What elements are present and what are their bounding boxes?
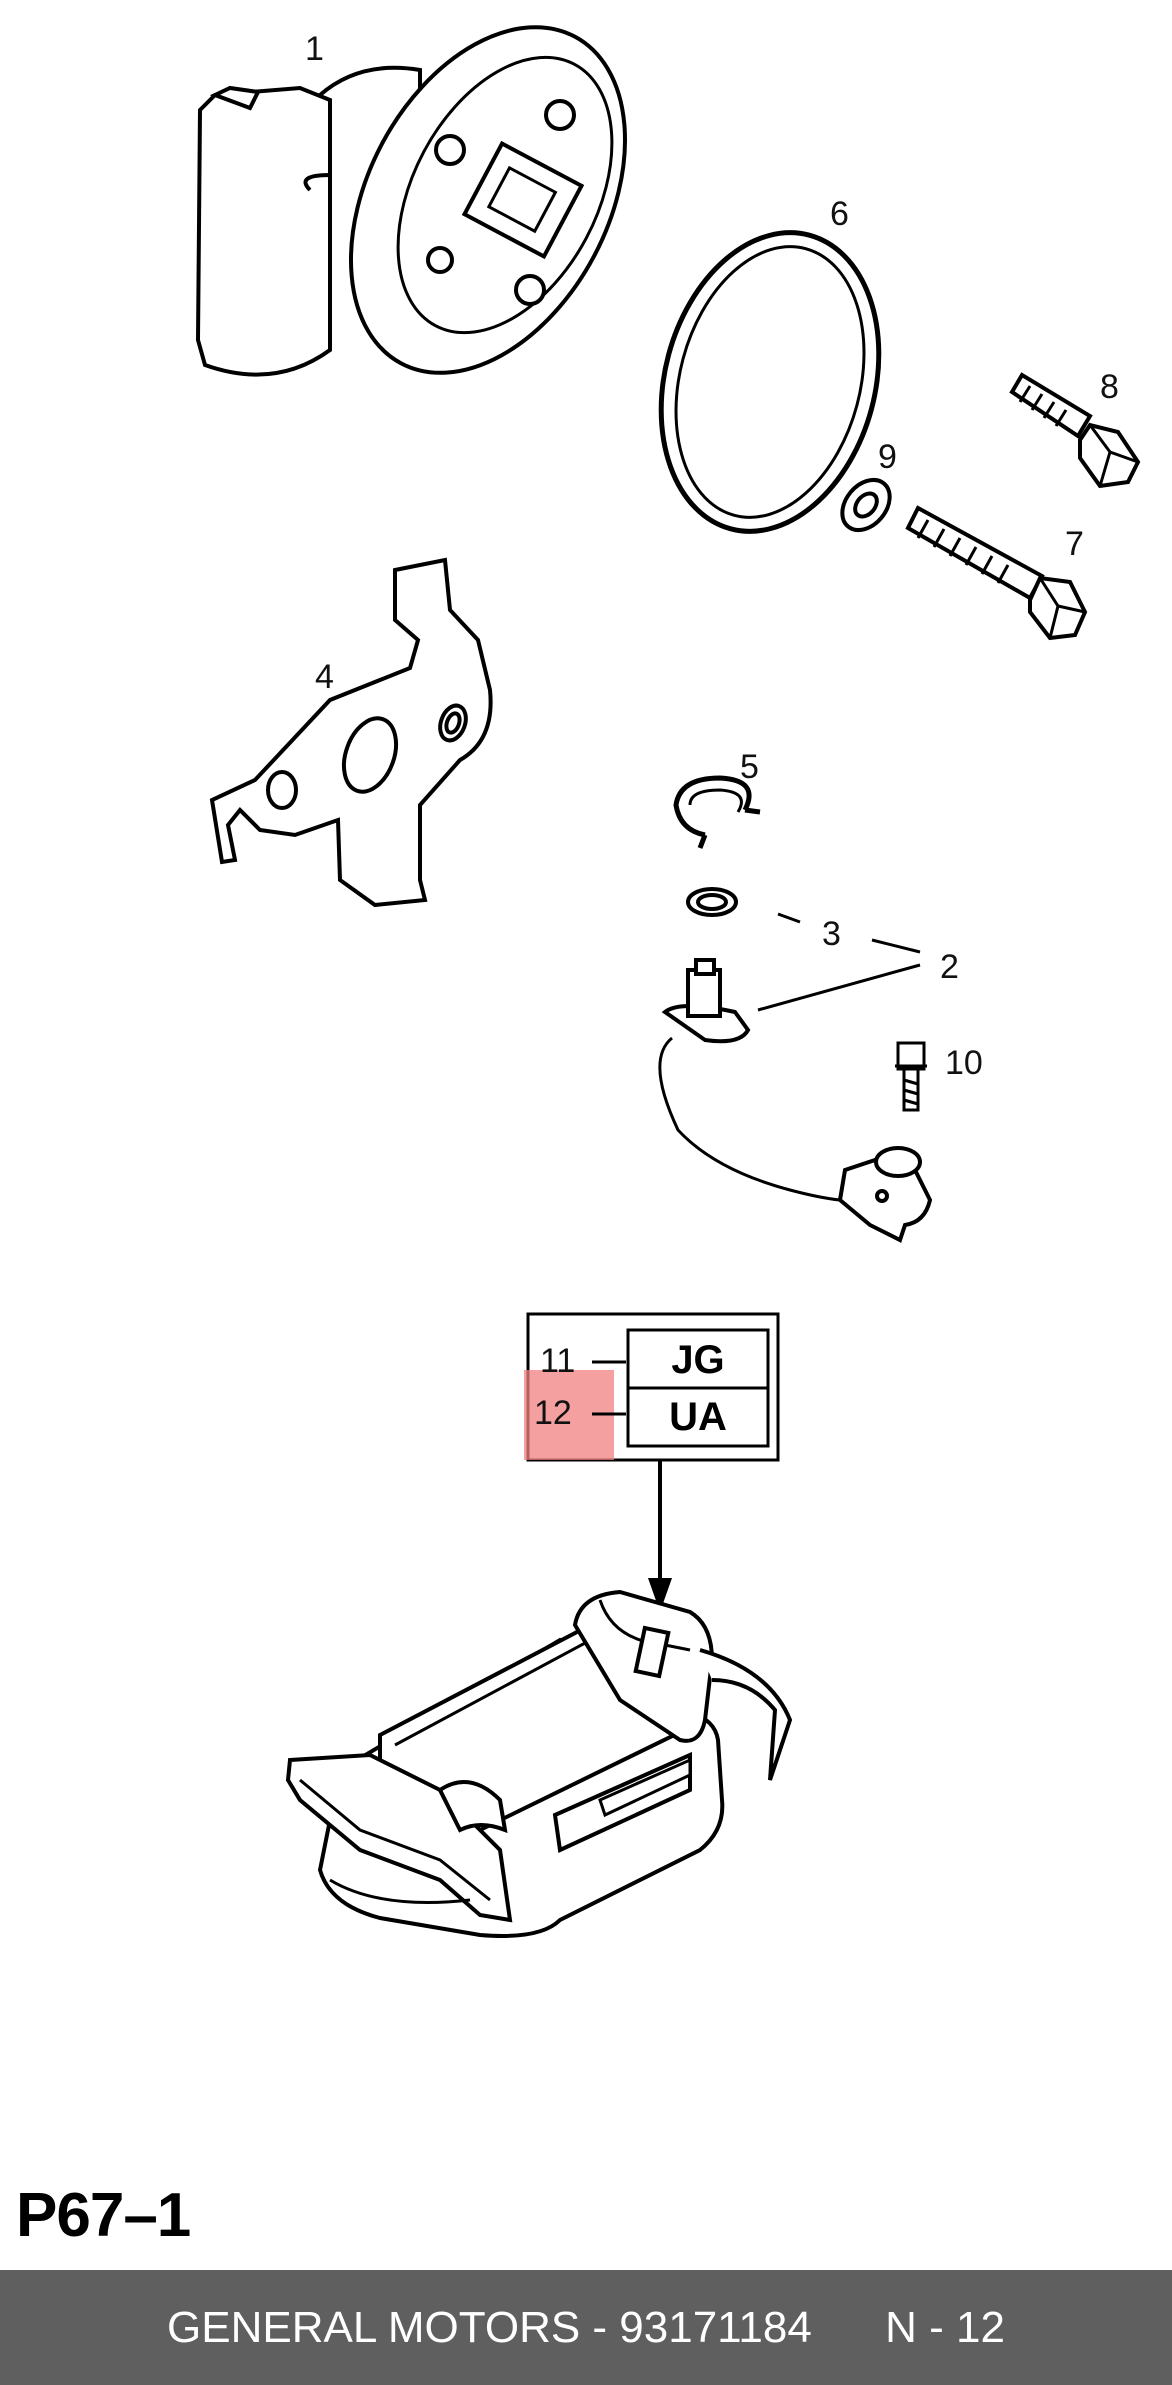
callout-4: 4: [315, 658, 334, 696]
part-7-bolt: [905, 505, 1088, 641]
footer-bar: GENERAL MOTORS - 93171184 N - 12: [0, 2270, 1172, 2385]
footer-spacer: [812, 2303, 885, 2353]
ignition-module: [285, 1589, 793, 1938]
part-9-washer: [840, 477, 892, 533]
callout-12: 12: [534, 1394, 572, 1432]
part-10-screw: [895, 1041, 927, 1112]
callout-2: 2: [940, 948, 959, 986]
part-8-bolt: [1009, 372, 1141, 489]
part-6-o-ring: [658, 230, 882, 534]
part-4-bracket: [209, 557, 493, 908]
callout-1: 1: [305, 30, 324, 68]
arrow: [648, 1460, 672, 1612]
exploded-parts-diagram: 1 6 8 9 7 4 5: [195, 25, 1141, 1938]
part-3-seal: [686, 887, 738, 917]
page-code: P67–1: [16, 2181, 191, 2250]
callout-6: 6: [830, 195, 849, 233]
callout-5: 5: [740, 748, 759, 786]
callout-7: 7: [1065, 525, 1084, 563]
leader-3: [777, 912, 801, 924]
footer-part-number: GENERAL MOTORS - 93171184: [167, 2302, 812, 2352]
part-2-sensor: [658, 958, 933, 1243]
callout-9: 9: [878, 438, 897, 476]
callout-11: 11: [540, 1342, 575, 1380]
part-1-housing: [195, 25, 628, 377]
leader-2a: [757, 963, 921, 1012]
callout-10: 10: [945, 1044, 983, 1082]
callout-3: 3: [822, 915, 841, 953]
footer-page-ref: N - 12: [885, 2302, 1005, 2352]
callout-8: 8: [1100, 368, 1119, 406]
leader-2b: [871, 938, 921, 954]
part-5-circlip: [673, 775, 761, 849]
variant-box: [524, 1312, 780, 1462]
variant-row1-label: JG: [671, 1338, 724, 1382]
variant-row2-label: UA: [669, 1395, 727, 1439]
